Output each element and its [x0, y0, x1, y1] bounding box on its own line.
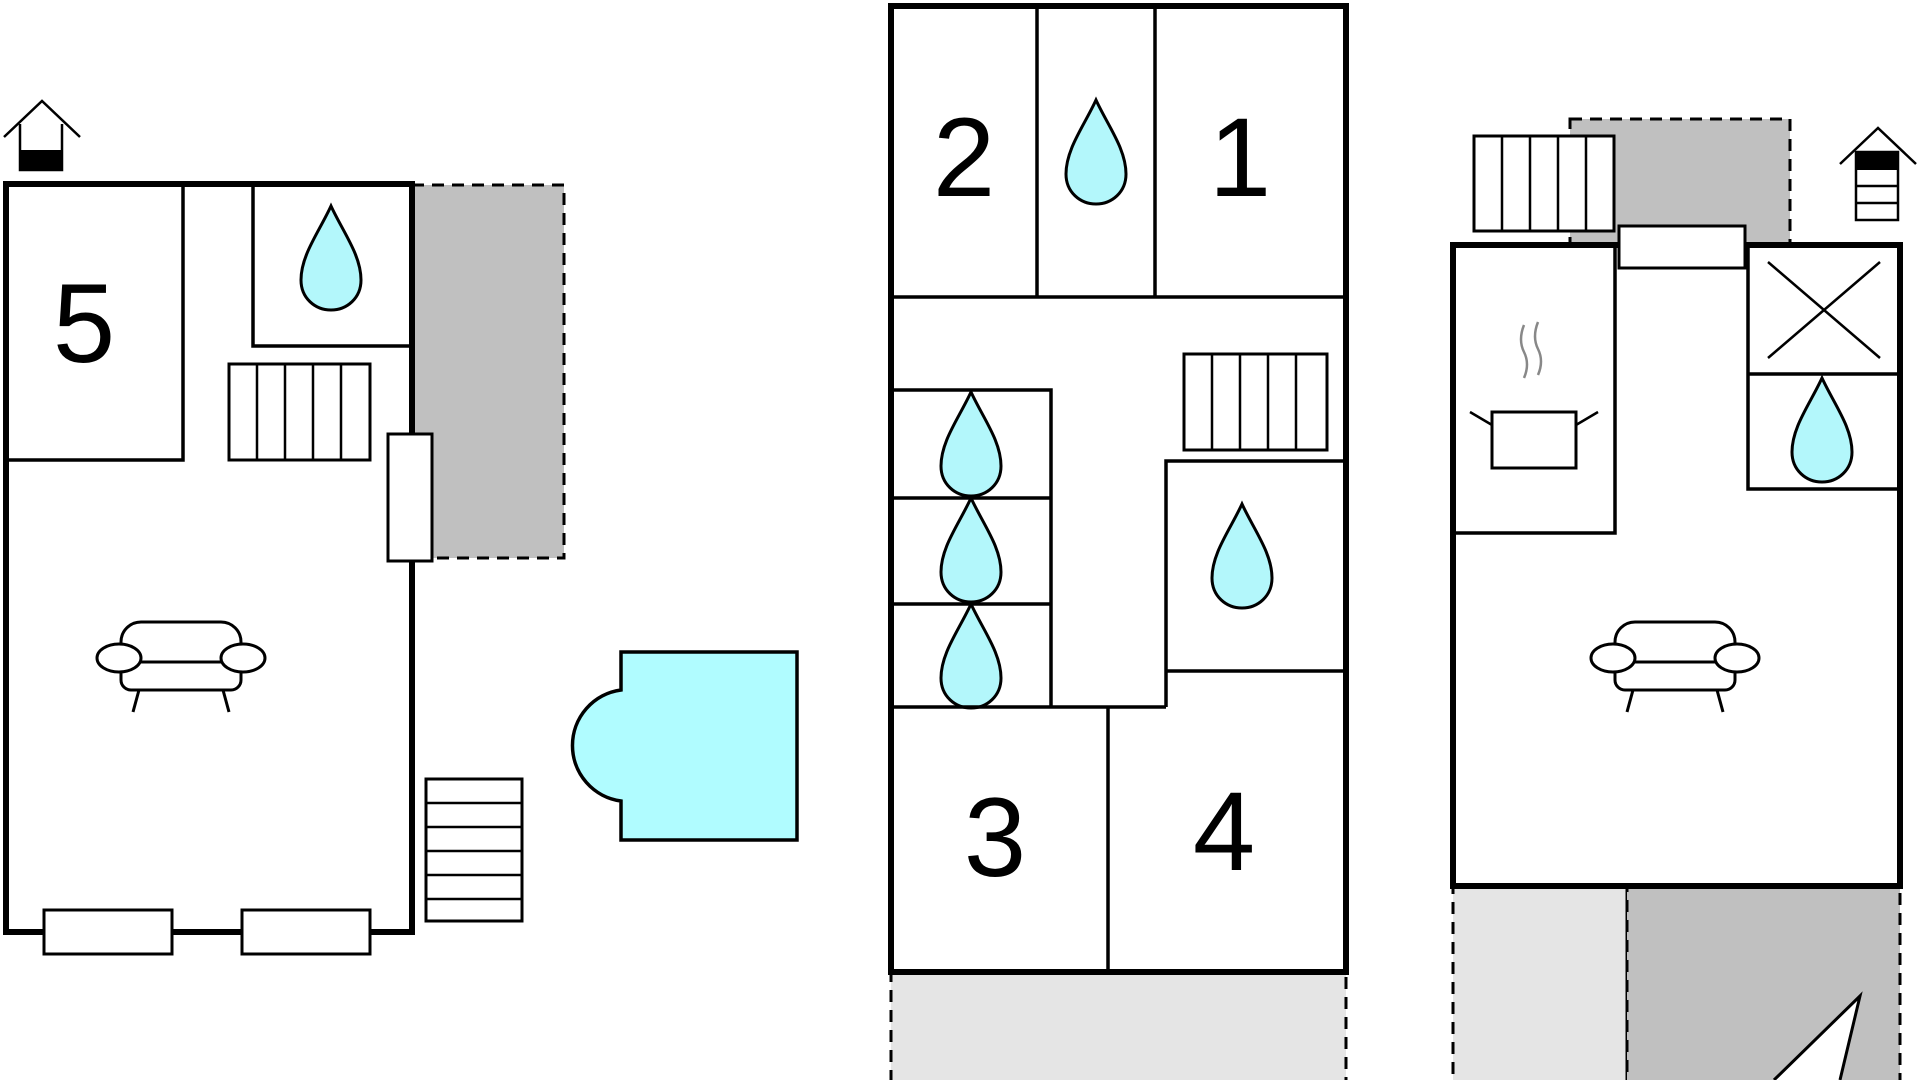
- terrace: [889, 970, 1348, 1080]
- water-drop-icon: [1210, 502, 1274, 610]
- terrace: [1451, 884, 1629, 1080]
- water-drop-icon: [1790, 376, 1854, 484]
- sofa-icon: [95, 620, 267, 714]
- compass-arrow-icon: [1772, 991, 1863, 1080]
- bedroom-2-number: 2: [933, 95, 995, 220]
- cooking-pot-icon: [1469, 321, 1599, 470]
- bedroom-4-number: 4: [1193, 769, 1255, 894]
- bedroom-5-number: 5: [53, 261, 115, 386]
- stairs-icon: [227, 362, 372, 462]
- sofa-icon: [1589, 620, 1761, 714]
- bedroom-1-number: 1: [1209, 95, 1271, 220]
- terrace: [410, 183, 566, 560]
- floor-plan-right: [1450, 117, 1917, 1080]
- bathroom-walls: [251, 184, 409, 348]
- house-floor-icon: [3, 99, 81, 172]
- water-drop-icon: [299, 204, 363, 312]
- terrace: [1625, 884, 1902, 1080]
- storage-cross-icon: [1767, 261, 1881, 359]
- stairs-icon: [1182, 352, 1329, 452]
- window: [240, 908, 372, 956]
- floor-plan-left: 5: [3, 99, 566, 956]
- bedroom-5-walls: [6, 184, 185, 462]
- floor-plan-middle: 2 1 3 4: [888, 3, 1349, 1080]
- bedroom-3-number: 3: [964, 775, 1026, 900]
- outer-walls: [888, 3, 1349, 975]
- water-drop-icon: [1064, 98, 1128, 206]
- house-floor-icon: [1839, 126, 1917, 222]
- entry-door: [1617, 224, 1747, 270]
- window: [42, 908, 174, 956]
- stairs-icon: [424, 777, 524, 923]
- water-drop-icon: [939, 602, 1003, 710]
- swimming-pool: [570, 650, 799, 842]
- water-drop-icon: [939, 496, 1003, 604]
- water-drop-icon: [939, 390, 1003, 498]
- stairs-icon: [1472, 134, 1616, 233]
- terrace-door: [386, 432, 434, 563]
